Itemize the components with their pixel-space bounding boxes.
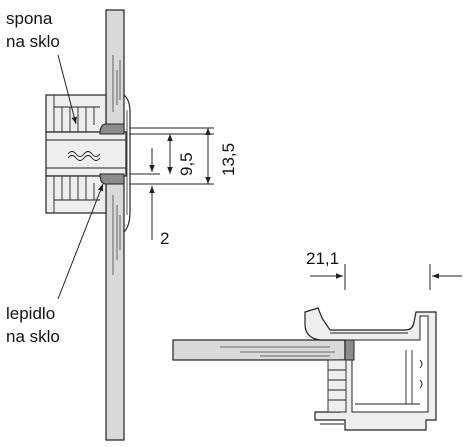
frame-inner-contour (351, 315, 429, 413)
glass-pane-horizontal (172, 339, 346, 361)
glue-label-line2: na sklo (6, 327, 60, 346)
glue-leader (57, 183, 104, 300)
glass-pane-vertical (105, 9, 125, 441)
dimension-inner: 9,5 (177, 152, 196, 176)
dimension-width: 21,1 (306, 249, 339, 268)
horizontal-section-view: 21,1 (172, 249, 462, 431)
adhesive-pad-upper (99, 123, 125, 135)
dimension-lines-right (310, 264, 462, 290)
dimension-outer: 13,5 (219, 143, 238, 176)
middle-profile (45, 131, 127, 177)
clip-label-line1: spona (6, 9, 53, 28)
adhesive-pad-horizontal (344, 339, 355, 361)
glue-label-line1: lepidlo (6, 304, 55, 323)
dimension-gap: 2 (160, 229, 169, 248)
outer-clip-profile (123, 94, 131, 233)
upper-clip-block (45, 94, 107, 133)
dimension-lines-left (130, 127, 214, 240)
glass-h-hatch (220, 346, 335, 357)
clip-leader (57, 54, 77, 125)
glass-hatch-lines (112, 55, 121, 275)
vertical-section-view: spona na sklo lepidlo na sklo 9,5 13,5 2 (6, 9, 238, 441)
clip-stack-horizontal (327, 359, 347, 413)
clip-label-line2: na sklo (6, 32, 60, 51)
frame-detail-lines (320, 332, 423, 425)
adhesive-pad-lower (99, 173, 125, 185)
lower-clip-block (45, 175, 107, 214)
